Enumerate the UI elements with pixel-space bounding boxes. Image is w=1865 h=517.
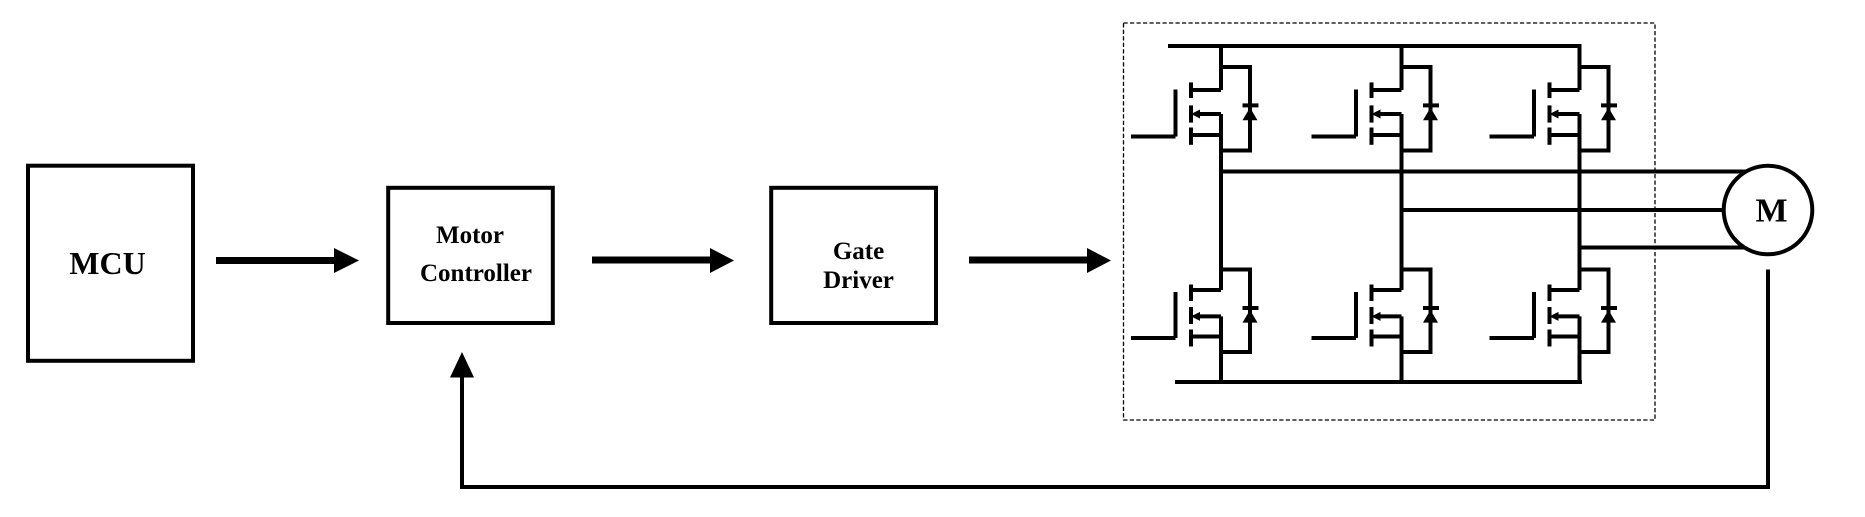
svg-text:MCU: MCU [69, 245, 145, 281]
svg-text:Motor: Motor [436, 222, 504, 249]
svg-text:Driver: Driver [823, 267, 894, 294]
svg-text:M: M [1755, 193, 1787, 230]
svg-text:Gate: Gate [833, 238, 884, 265]
svg-text:Controller: Controller [420, 260, 532, 287]
